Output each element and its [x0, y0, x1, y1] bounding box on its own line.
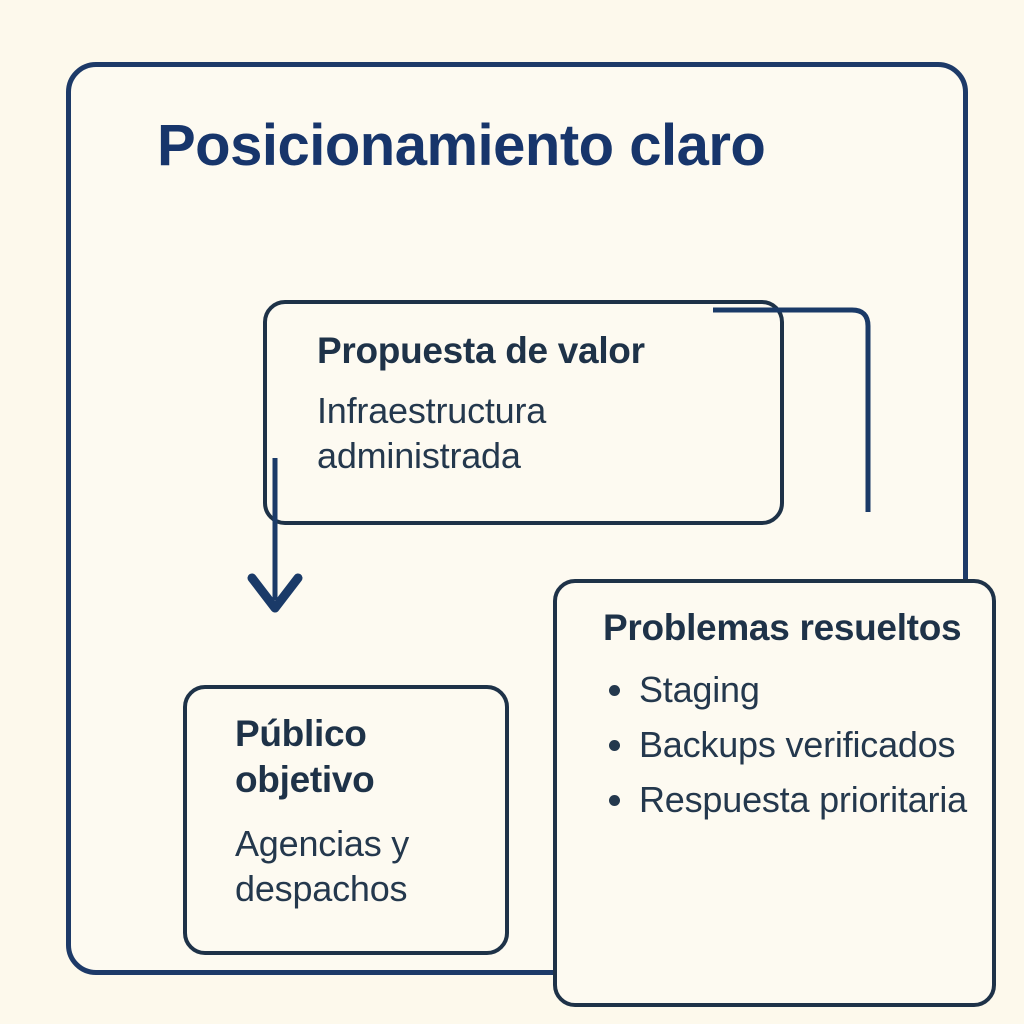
card-problems-solved-title: Problemas resueltos: [603, 607, 962, 648]
list-item-label: Respuesta prioritaria: [639, 779, 967, 820]
bullet-dot-icon: [609, 685, 620, 696]
card-target-audience-body: Agencias y despachos: [235, 823, 410, 909]
page-title: Posicionamiento claro: [157, 113, 766, 178]
card-value-proposition-title: Propuesta de valor: [317, 330, 645, 371]
list-item-label: Staging: [639, 669, 760, 710]
outer-panel: Posicionamiento claro Propuesta de valor…: [66, 62, 996, 1007]
card-value-proposition-body: Infraestructura administrada: [317, 390, 547, 476]
bullet-dot-icon: [609, 740, 620, 751]
list-item: Respuesta prioritaria: [603, 777, 970, 822]
card-target-audience-title: Público objetivo: [235, 713, 375, 800]
list-item: Staging: [603, 667, 970, 712]
bullet-dot-icon: [609, 795, 620, 806]
card-target-audience[interactable]: Público objetivo Agencias y despachos: [183, 685, 509, 955]
card-value-proposition[interactable]: Propuesta de valor Infraestructura admin…: [263, 300, 784, 525]
list-item-label: Backups verificados: [639, 724, 956, 765]
list-item: Backups verificados: [603, 722, 970, 767]
